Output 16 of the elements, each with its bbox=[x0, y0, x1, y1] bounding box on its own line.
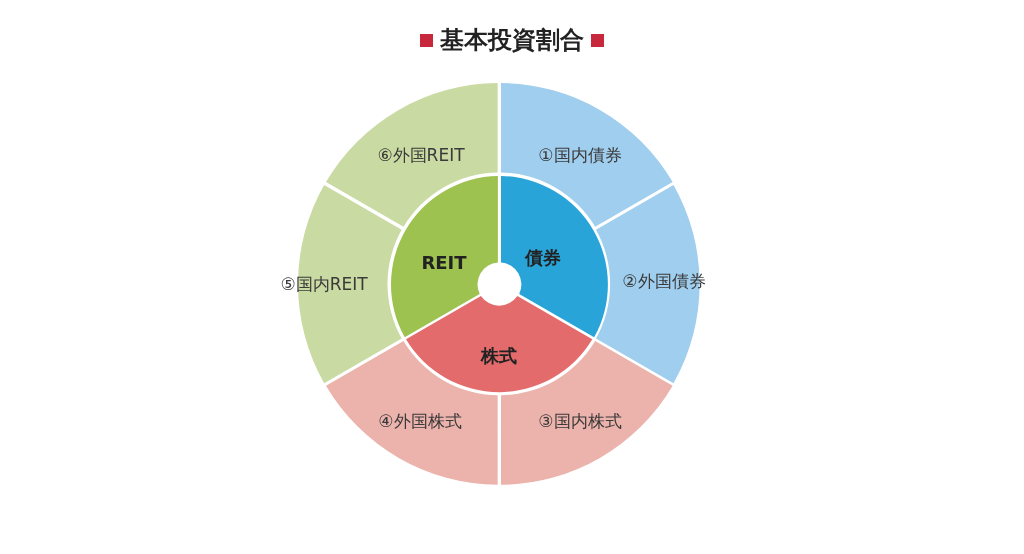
outer-ring-segment bbox=[500, 341, 673, 485]
segment-label: 債券 bbox=[525, 247, 561, 269]
segment-label: ②外国債券 bbox=[622, 272, 706, 292]
outer-ring-segment bbox=[500, 83, 673, 227]
inner-ring-segment bbox=[390, 175, 498, 337]
chart-title: 基本投資割合 bbox=[440, 25, 584, 56]
segment-label: ①国内債券 bbox=[538, 146, 622, 166]
segment-label: REIT bbox=[421, 252, 467, 274]
inner-ring-segment bbox=[500, 175, 608, 337]
outer-ring-segment bbox=[325, 83, 498, 227]
outer-ring-segment bbox=[325, 341, 498, 485]
segment-label: ④外国株式 bbox=[378, 412, 462, 432]
inner-ring-segment bbox=[405, 296, 593, 393]
segment-label: 株式 bbox=[481, 345, 517, 367]
segment-label: ③国内株式 bbox=[538, 412, 622, 432]
segment-label: ⑥外国REIT bbox=[377, 146, 465, 166]
